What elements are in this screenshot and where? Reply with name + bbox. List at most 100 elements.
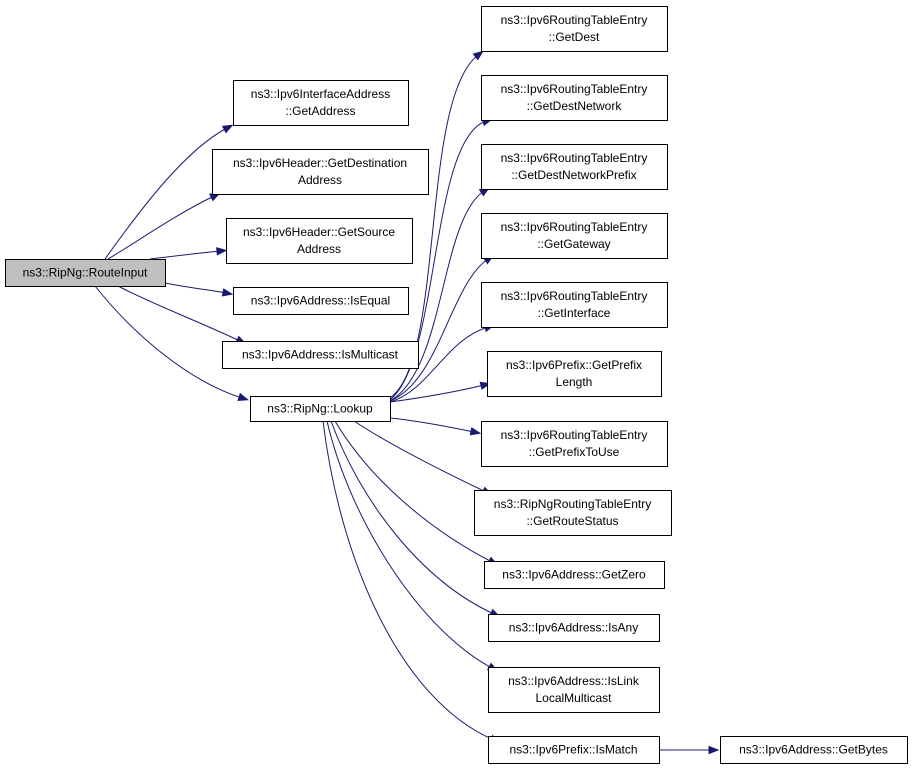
node-box[interactable]: [212, 149, 429, 195]
node-box[interactable]: [250, 396, 391, 422]
edge-line: [117, 285, 241, 342]
node-route-input[interactable]: ns3::RipNg::RouteInput: [5, 259, 166, 287]
node-label-line: ns3::Ipv6Prefix::IsMatch: [509, 743, 637, 757]
node-label-line: ns3::Ipv6Address::IsEqual: [251, 294, 390, 308]
edge-line: [94, 285, 243, 399]
edge-is_match-to-get_bytes: [659, 745, 720, 755]
edge-route_input-to-lookup: [94, 285, 250, 401]
node-box[interactable]: [481, 213, 668, 259]
edge-lookup-to-get_prefix_to_use: [389, 417, 482, 436]
node-label-line: ns3::Ipv6RoutingTableEntry: [501, 82, 648, 96]
node-box[interactable]: [481, 75, 668, 121]
node-label-line: ns3::Ipv6RoutingTableEntry: [501, 289, 648, 303]
node-get-route-status[interactable]: ns3::RipNgRoutingTableEntry::GetRouteSta…: [474, 490, 672, 536]
node-get-dest-network-prefix[interactable]: ns3::Ipv6RoutingTableEntry::GetDestNetwo…: [481, 144, 668, 190]
edge-line: [334, 420, 493, 563]
edge-line: [322, 420, 495, 741]
node-box[interactable]: [233, 80, 409, 126]
edge-lookup-to-is_link_local_multicast: [326, 420, 499, 672]
node-label-line: ::GetDestNetworkPrefix: [511, 168, 636, 182]
node-get-gateway[interactable]: ns3::Ipv6RoutingTableEntry::GetGateway: [481, 213, 668, 259]
edge-lookup-to-get_zero: [334, 420, 499, 566]
node-box[interactable]: [488, 667, 660, 713]
node-label-line: ::GetPrefixToUse: [529, 445, 620, 459]
node-is-equal[interactable]: ns3::Ipv6Address::IsEqual: [233, 287, 409, 315]
arrowhead-icon: [221, 124, 234, 134]
node-is-any[interactable]: ns3::Ipv6Address::IsAny: [488, 614, 660, 642]
nodes-layer: ns3::RipNg::RouteInput ns3::Ipv6Interface…: [5, 6, 908, 764]
edge-lookup-to-is_match: [322, 420, 501, 743]
node-label-line: ns3::Ipv6InterfaceAddress: [251, 87, 390, 101]
edge-line: [326, 420, 493, 669]
node-label-line: ::GetGateway: [537, 237, 610, 251]
edge-line: [389, 258, 489, 402]
edge-line: [389, 326, 489, 403]
node-label-line: ns3::Ipv6RoutingTableEntry: [501, 220, 648, 234]
edge-line: [330, 420, 495, 615]
node-label-line: ns3::Ipv6Header::GetSource: [243, 225, 395, 239]
node-label-line: ::GetRouteStatus: [526, 514, 618, 528]
node-box[interactable]: [5, 259, 166, 287]
node-box[interactable]: [484, 561, 665, 589]
node-label-line: ::GetInterface: [538, 306, 611, 320]
node-get-dest-network[interactable]: ns3::Ipv6RoutingTableEntry::GetDestNetwo…: [481, 75, 668, 121]
node-box[interactable]: [481, 144, 668, 190]
edge-route_input-to-is_equal: [164, 282, 234, 297]
arrowhead-icon: [708, 745, 720, 755]
node-label-line: ns3::RipNg::RouteInput: [23, 266, 148, 280]
edge-line: [164, 282, 227, 294]
node-box[interactable]: [720, 736, 908, 764]
node-box[interactable]: [474, 490, 672, 536]
node-get-dest[interactable]: ns3::Ipv6RoutingTableEntry::GetDest: [481, 6, 668, 52]
node-label-line: ::GetAddress: [285, 104, 355, 118]
edge-route_input-to-get_address: [104, 124, 234, 260]
node-label-line: ns3::Ipv6Prefix::GetPrefix: [506, 358, 642, 372]
arrowhead-icon: [237, 392, 250, 401]
node-label-line: ns3::Ipv6Header::GetDestination: [233, 156, 407, 170]
arrowhead-icon: [469, 427, 482, 436]
node-label-line: ns3::Ipv6Address::IsMulticast: [242, 348, 399, 362]
edge-line: [389, 384, 485, 403]
node-label-line: ns3::RipNg::Lookup: [267, 402, 373, 416]
edge-line: [107, 195, 215, 260]
edges-layer: [94, 50, 720, 755]
node-box[interactable]: [481, 421, 668, 467]
edge-line: [389, 190, 485, 402]
edge-route_input-to-get_destination: [107, 192, 221, 260]
node-lookup[interactable]: ns3::RipNg::Lookup: [250, 396, 391, 422]
node-get-prefix-to-use[interactable]: ns3::Ipv6RoutingTableEntry::GetPrefixToU…: [481, 421, 668, 467]
arrowhead-icon: [221, 288, 234, 297]
node-get-address[interactable]: ns3::Ipv6InterfaceAddress::GetAddress: [233, 80, 409, 126]
node-label-line: ns3::Ipv6Address::IsAny: [509, 621, 638, 635]
node-box[interactable]: [488, 736, 660, 764]
edge-route_input-to-get_source: [149, 247, 228, 260]
node-box[interactable]: [222, 341, 419, 369]
edge-line: [149, 250, 221, 260]
node-label-line: Address: [297, 242, 341, 256]
node-label-line: ns3::Ipv6RoutingTableEntry: [501, 428, 648, 442]
node-label-line: Address: [298, 173, 342, 187]
node-get-interface[interactable]: ns3::Ipv6RoutingTableEntry::GetInterface: [481, 282, 668, 328]
node-box[interactable]: [226, 218, 413, 264]
node-label-line: Length: [556, 375, 593, 389]
node-is-match[interactable]: ns3::Ipv6Prefix::IsMatch: [488, 736, 660, 764]
edge-line: [389, 120, 487, 401]
node-box[interactable]: [481, 6, 668, 52]
node-label-line: ::GetDest: [549, 30, 600, 44]
edge-line: [353, 420, 487, 493]
node-box[interactable]: [488, 614, 660, 642]
node-box[interactable]: [487, 351, 662, 397]
node-label-line: ns3::Ipv6Address::GetZero: [502, 568, 646, 582]
node-label-line: ns3::Ipv6Address::GetBytes: [739, 743, 888, 757]
node-label-line: ns3::Ipv6Address::IsLink: [508, 674, 640, 688]
node-box[interactable]: [481, 282, 668, 328]
node-is-multicast[interactable]: ns3::Ipv6Address::IsMulticast: [222, 341, 419, 369]
node-box[interactable]: [233, 287, 409, 315]
node-get-zero[interactable]: ns3::Ipv6Address::GetZero: [484, 561, 665, 589]
node-get-bytes[interactable]: ns3::Ipv6Address::GetBytes: [720, 736, 908, 764]
node-label-line: LocalMulticast: [535, 691, 612, 705]
